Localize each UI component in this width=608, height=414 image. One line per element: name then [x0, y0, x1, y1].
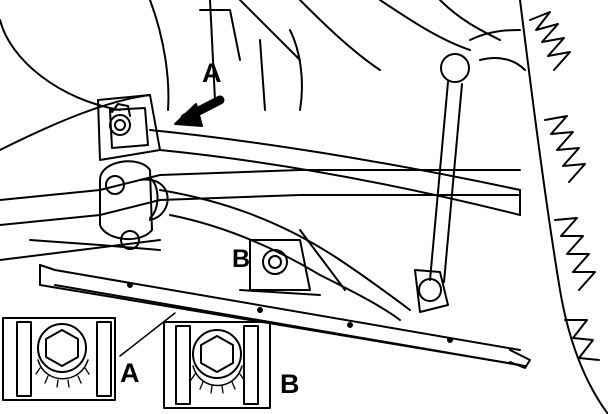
anti-roll-bar: [0, 169, 521, 261]
arrow-a-icon: [174, 95, 225, 127]
control-arm: [149, 129, 521, 216]
drop-link: [414, 53, 470, 313]
callout-b-label: B: [232, 245, 251, 273]
lower-mount-b: [239, 239, 321, 296]
callout-a-label: A: [202, 58, 222, 88]
inset-b: [163, 321, 271, 409]
bar-bushing: [99, 160, 169, 250]
diagonal-link: [159, 189, 411, 321]
inset-b-label: B: [280, 369, 300, 399]
mounting-bracket: [97, 94, 161, 161]
inset-a-label: A: [120, 358, 140, 388]
subframe-rail: [39, 264, 531, 369]
inset-leader-line: [119, 312, 176, 357]
tyre: [469, 0, 608, 414]
inset-a: [2, 317, 116, 401]
body-panel-outline: [0, 0, 501, 151]
